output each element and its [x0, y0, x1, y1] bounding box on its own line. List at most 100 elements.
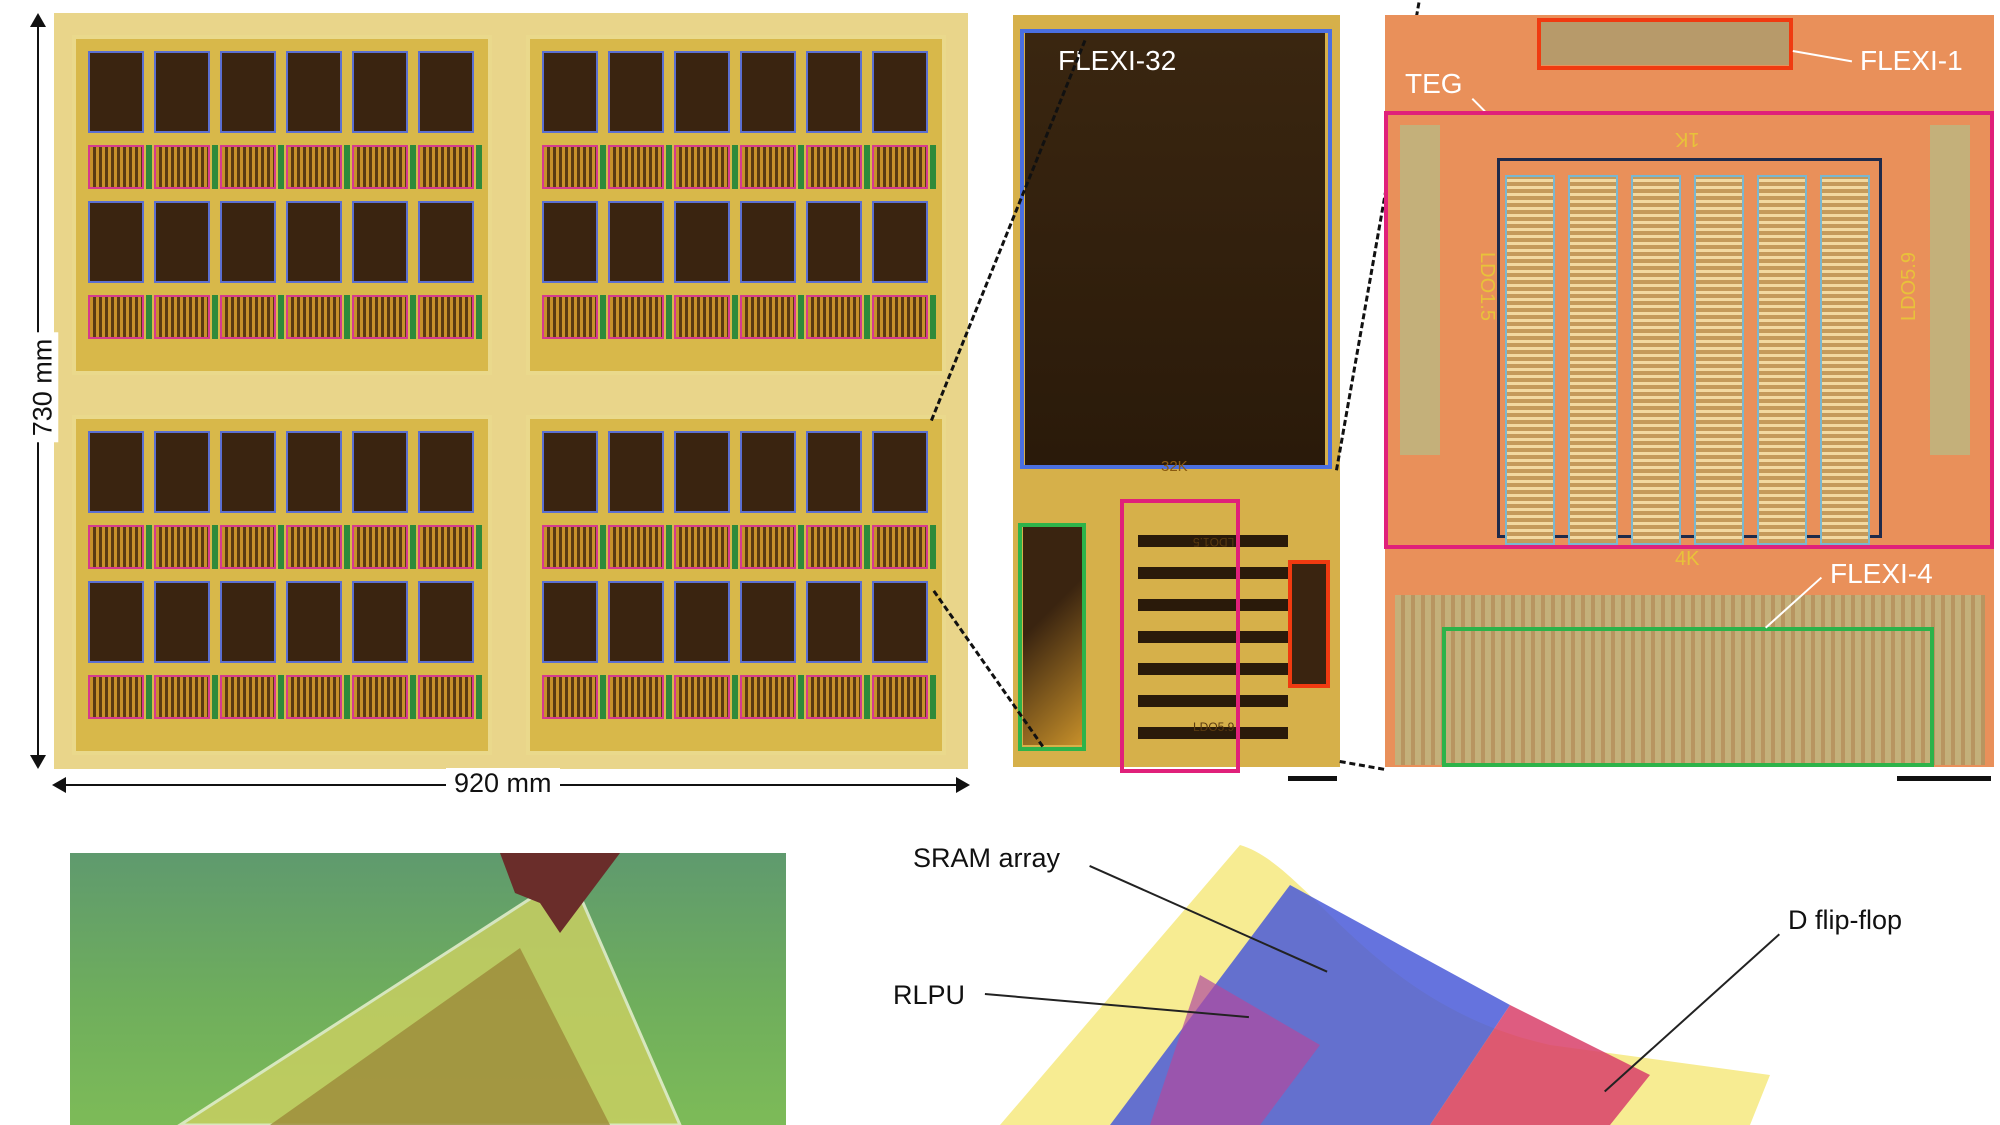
logic-strip — [608, 295, 664, 339]
logic-strip — [418, 525, 474, 569]
arrow-head-right — [956, 777, 970, 793]
sram-cell — [88, 431, 144, 513]
ldo-left-label: LDO1.5 — [1475, 252, 1498, 321]
sram-cell — [674, 581, 730, 663]
dff-region — [1430, 1005, 1650, 1125]
logic-strip — [154, 675, 210, 719]
sram-cell — [542, 201, 598, 283]
logic-strip — [740, 145, 796, 189]
sram-label: SRAM array — [913, 843, 1061, 873]
sram-cell — [740, 431, 796, 513]
sram-cell — [352, 51, 408, 133]
chip-pattern — [270, 948, 610, 1125]
logic-strip — [806, 295, 862, 339]
wafer-quadrant — [526, 35, 946, 375]
sram-cell — [352, 431, 408, 513]
green-block — [864, 295, 870, 339]
green-block — [798, 675, 804, 719]
green-block — [476, 295, 482, 339]
green-block — [410, 675, 416, 719]
flexi4-block — [1395, 595, 1985, 765]
width-label: 920 mm — [446, 768, 560, 799]
sram-cell — [806, 201, 862, 283]
green-block — [732, 675, 738, 719]
memory-column — [1820, 175, 1870, 545]
wafer-quadrant — [72, 415, 492, 755]
wafer-quadrant — [72, 35, 492, 375]
logic-strip — [872, 675, 928, 719]
ldo-bottom-label: LDO5.9 — [1193, 720, 1235, 734]
sram-cell — [418, 581, 474, 663]
green-block — [600, 525, 606, 569]
logic-strip — [542, 145, 598, 189]
magenta-box — [1384, 111, 1994, 549]
logic-strip — [220, 295, 276, 339]
sram-cell — [806, 51, 862, 133]
logic-strip — [674, 145, 730, 189]
logic-strip — [608, 525, 664, 569]
sram-cell — [286, 51, 342, 133]
logic-strip — [88, 145, 144, 189]
green-block — [666, 525, 672, 569]
memory-column — [1505, 175, 1555, 545]
sram-cell — [674, 201, 730, 283]
logic-strip — [674, 675, 730, 719]
green-block — [930, 295, 936, 339]
logic-strip — [286, 525, 342, 569]
sram-cell — [88, 201, 144, 283]
memory-column — [1694, 175, 1744, 545]
sram-cell — [220, 581, 276, 663]
sram-cell — [88, 581, 144, 663]
flexi4-label: FLEXI-4 — [1830, 558, 1933, 589]
green-block — [410, 145, 416, 189]
sram-cell — [418, 51, 474, 133]
memory-column — [1757, 175, 1807, 545]
logic-strip — [154, 295, 210, 339]
sram-cell — [542, 431, 598, 513]
green-block — [278, 675, 284, 719]
sram-cell — [740, 51, 796, 133]
flexi32-title: FLEXI-32 — [1058, 45, 1177, 76]
green-block — [476, 145, 482, 189]
logic-strip — [220, 675, 276, 719]
arrow-head-left — [52, 777, 66, 793]
green-block — [476, 525, 482, 569]
green-block — [666, 295, 672, 339]
sram-cell — [352, 581, 408, 663]
logic-strip — [154, 525, 210, 569]
ldo-right-label: LDO5.9 — [1897, 252, 1920, 321]
sram-cell — [286, 201, 342, 283]
logic-strip — [740, 295, 796, 339]
green-block — [930, 675, 936, 719]
logic-strip — [872, 525, 928, 569]
logic-strip — [872, 295, 928, 339]
green-block — [278, 525, 284, 569]
logic-strip — [352, 145, 408, 189]
logic-strip — [608, 675, 664, 719]
green-block — [344, 145, 350, 189]
dff-label: D flip-flop — [1788, 905, 1903, 935]
memory-column — [1568, 175, 1618, 545]
logic-strip — [542, 525, 598, 569]
side-block-left — [1400, 125, 1440, 455]
rlpu-region — [1150, 975, 1320, 1125]
sram-cell — [418, 201, 474, 283]
green-block — [600, 295, 606, 339]
logic-strip — [872, 145, 928, 189]
sram-cell — [872, 581, 928, 663]
circuit-render — [990, 845, 2000, 1125]
logic-strip — [154, 145, 210, 189]
mem-4k-label: 4K — [1675, 548, 1700, 570]
green-block — [600, 145, 606, 189]
sram-cell — [608, 201, 664, 283]
green-block — [344, 675, 350, 719]
green-block — [146, 675, 152, 719]
green-block — [864, 525, 870, 569]
logic-strip — [88, 525, 144, 569]
flipflop-block — [1023, 525, 1083, 745]
memory-32k-label: 32K — [1161, 458, 1188, 475]
hand — [500, 853, 620, 933]
sram-cell — [806, 431, 862, 513]
green-block — [410, 295, 416, 339]
green-block — [798, 295, 804, 339]
